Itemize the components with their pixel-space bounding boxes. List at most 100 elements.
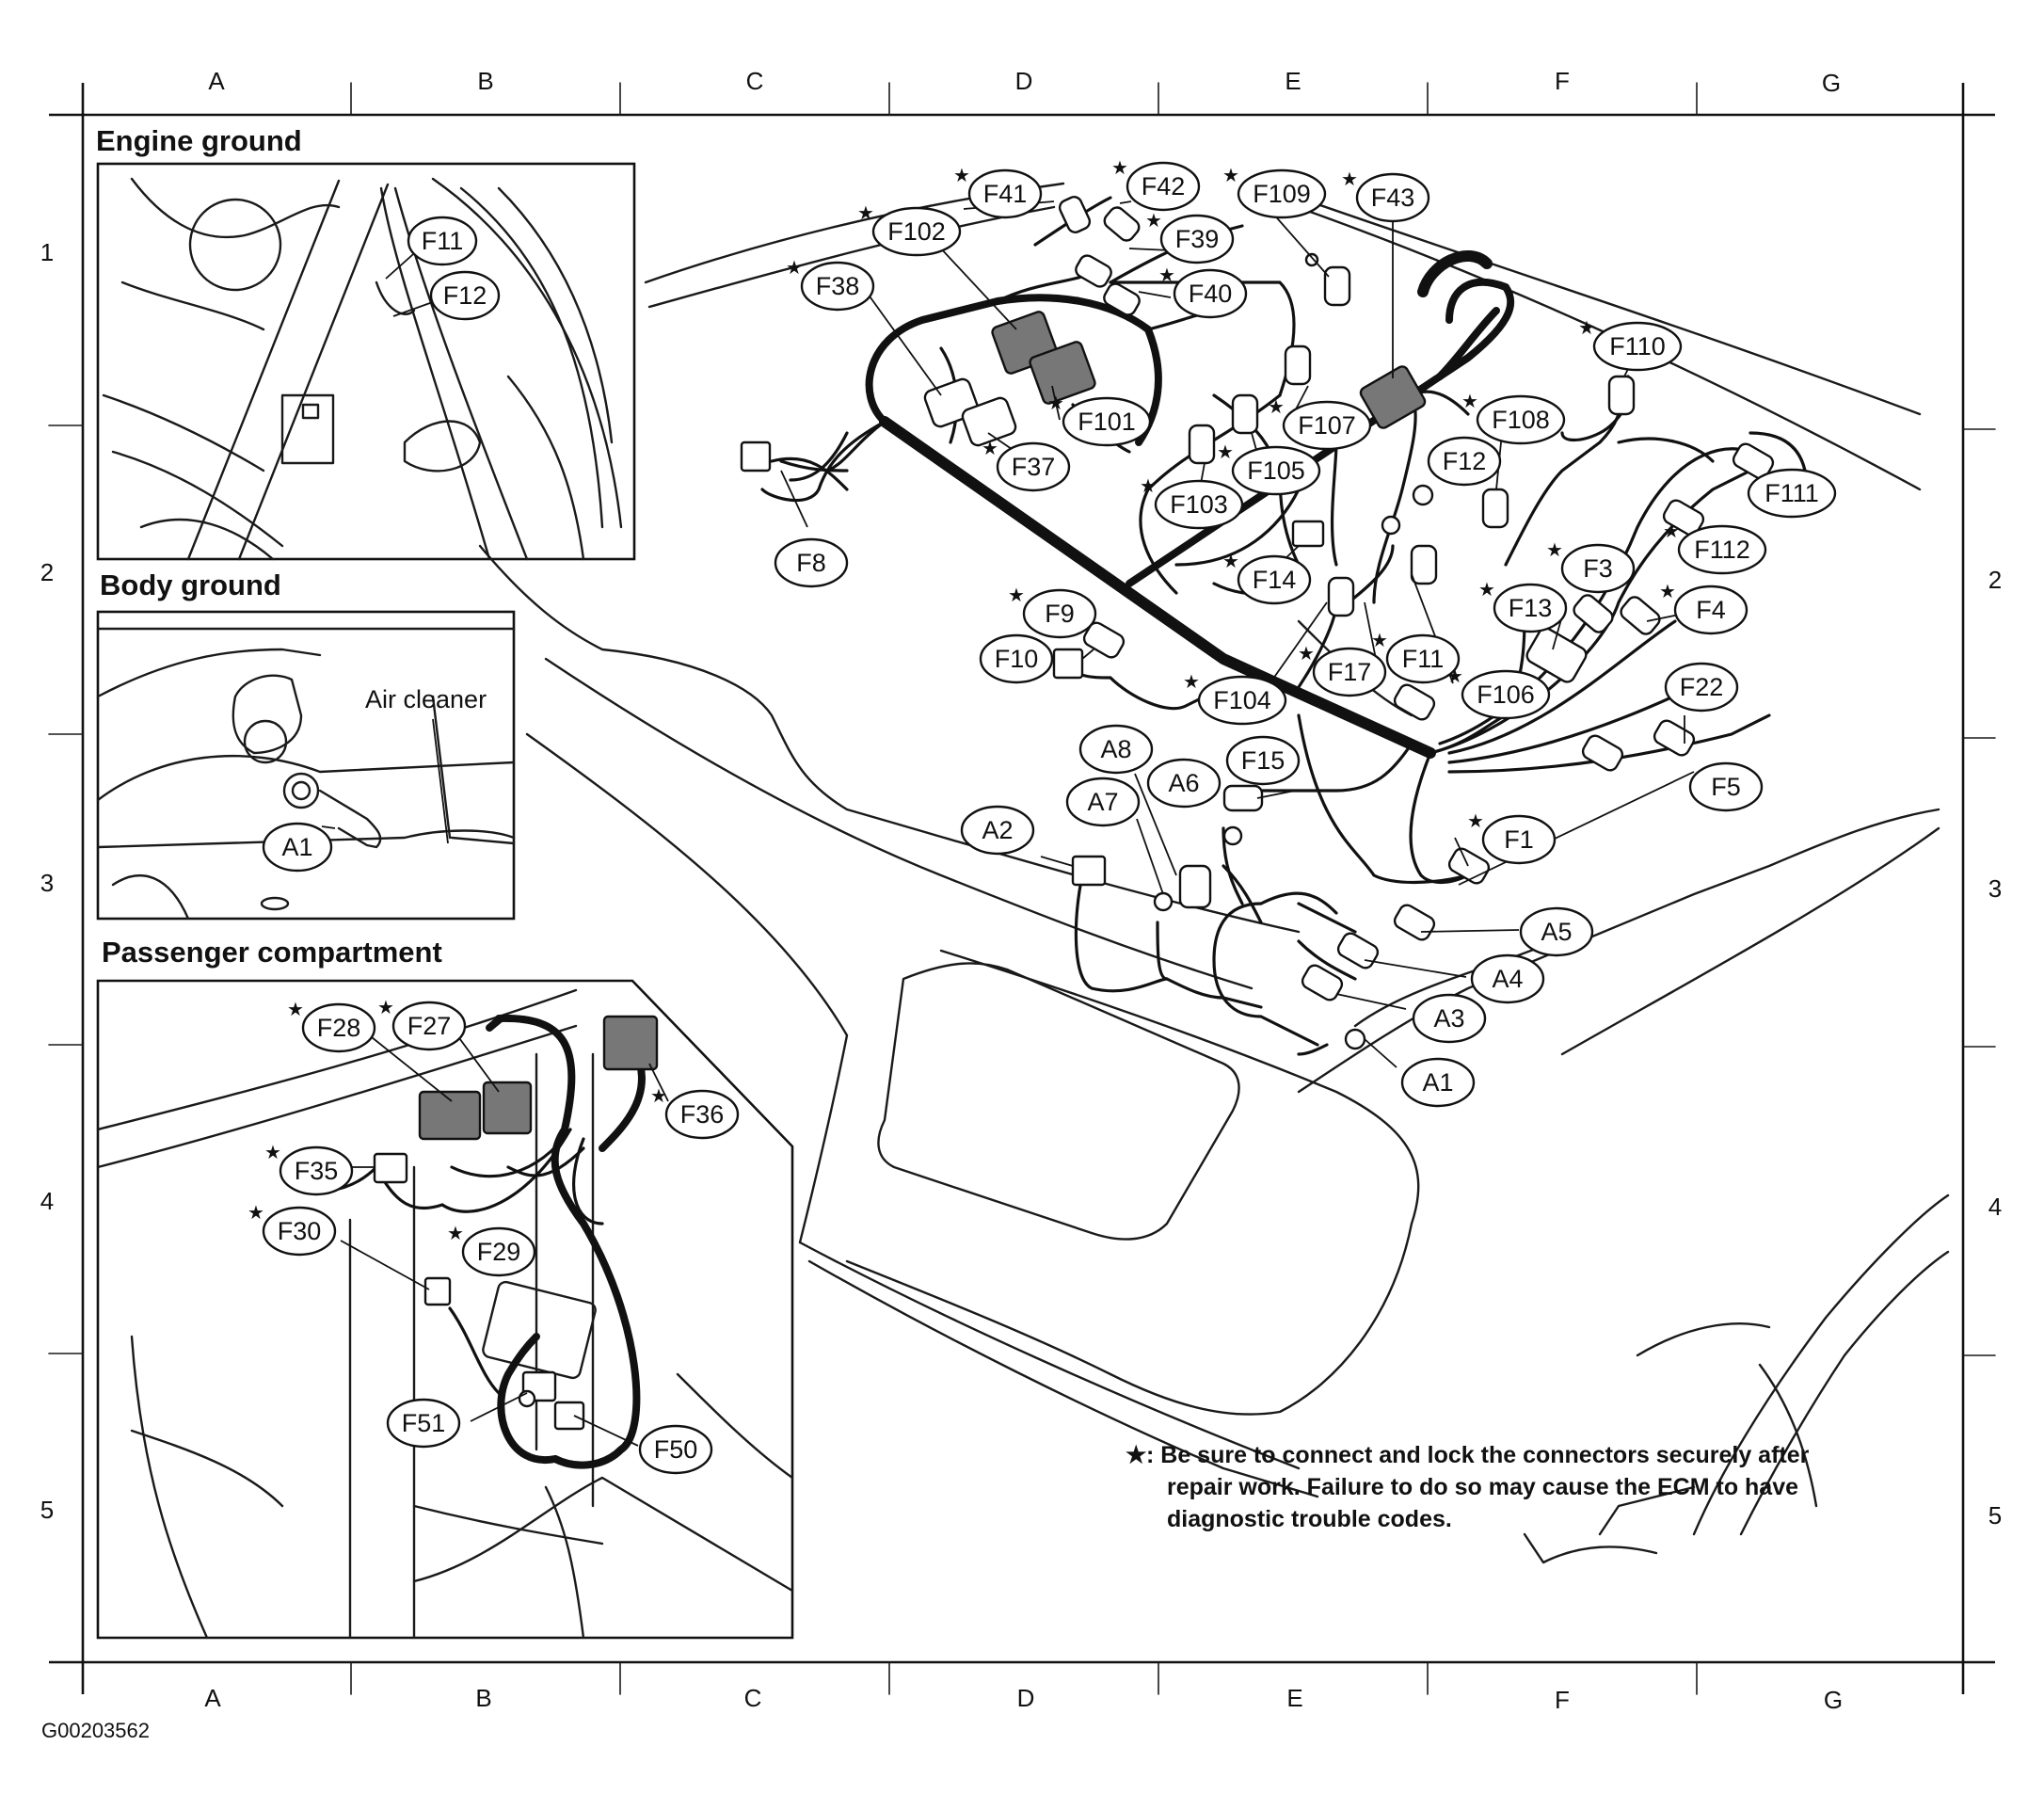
main-connectors [740, 196, 1775, 1050]
callout-f38-star: ★ [786, 256, 803, 279]
grid-col-e: E [1285, 67, 1301, 95]
callout-f39-text: F39 [1175, 225, 1220, 253]
callout-f111: F111 [1747, 468, 1837, 519]
grid-col-b: B [477, 67, 493, 95]
callout-a8-text: A8 [1100, 735, 1131, 763]
callout-f37-star: ★ [982, 437, 998, 459]
callout-f42-text: F42 [1142, 172, 1186, 200]
passenger-compartment-title: Passenger compartment [102, 936, 442, 969]
callout-f36-text: F36 [680, 1100, 725, 1129]
callout-f104-text: F104 [1213, 686, 1271, 714]
callout-f51: F51 [386, 1398, 461, 1449]
callout-f50: F50 [638, 1424, 713, 1475]
callout-a6: A6 [1146, 758, 1222, 809]
grid-column-labels-top: A B C D E F G [208, 67, 1841, 97]
body-ground-inset: Body ground Air cleaner [96, 569, 516, 921]
callout-f102-text: F102 [887, 217, 946, 246]
callout-f4-text: F4 [1696, 596, 1726, 624]
callout-a8: A8 [1078, 724, 1154, 775]
grid-row-5-right: 5 [1988, 1501, 2002, 1530]
callout-f102: F102★ [857, 201, 962, 257]
note-line-3: diagnostic trouble codes. [1167, 1506, 1452, 1532]
callout-f112: F112★ [1663, 520, 1767, 575]
grid-row-3-right: 3 [1988, 874, 2002, 903]
callout-f22-text: F22 [1680, 673, 1724, 701]
callout-f105-text: F105 [1247, 457, 1305, 485]
callout-f29: F29★ [447, 1222, 536, 1277]
callout-f11: F11★ [1371, 629, 1461, 684]
callout-f41-star: ★ [953, 164, 970, 186]
grid-col-g-bottom: G [1824, 1686, 1843, 1714]
callout-f3-text: F3 [1583, 554, 1613, 583]
callout-f1-star: ★ [1467, 809, 1484, 832]
grid-col-c: C [746, 67, 764, 95]
air-cleaner-label: Air cleaner [365, 685, 487, 713]
callout-engine-f11: F11 [407, 216, 478, 266]
callout-f39: F39★ [1145, 209, 1235, 264]
callout-f104: F104 ★ [1183, 670, 1287, 726]
callout-f109-text: F109 [1253, 180, 1311, 208]
callout-f38-text: F38 [816, 272, 860, 300]
callout-f43-star: ★ [1341, 168, 1358, 190]
callout-a4: A4 [1470, 953, 1545, 1004]
callout-f104-star: ★ [1183, 670, 1200, 693]
callout-f9: F9★ [1008, 584, 1097, 639]
callout-f106: F106★ [1446, 665, 1551, 720]
callout-f14-text: F14 [1253, 566, 1297, 594]
grid-col-f: F [1555, 67, 1570, 95]
callout-f30-star: ★ [248, 1201, 264, 1224]
callout-f103-star: ★ [1140, 474, 1157, 497]
callout-f50-text: F50 [654, 1435, 698, 1464]
callout-f14: F14★ [1222, 550, 1312, 605]
callout-f51-text: F51 [402, 1409, 446, 1437]
grid-col-e-bottom: E [1286, 1684, 1302, 1712]
grid-col-a-bottom: A [204, 1684, 221, 1712]
callout-f112-text: F112 [1694, 536, 1750, 564]
callout-f3: F3★ [1546, 538, 1636, 594]
callout-f13: F13★ [1478, 578, 1568, 633]
callout-f103-text: F103 [1170, 490, 1228, 519]
callout-f40: F40★ [1158, 264, 1248, 319]
body-ground-sketch [96, 627, 516, 921]
callout-f29-star: ★ [447, 1222, 464, 1244]
grid-col-d: D [1015, 67, 1033, 95]
grid-row-4: 4 [40, 1187, 54, 1215]
callout-body-a1: A1 [262, 822, 333, 873]
callout-engine-f12-text: F12 [443, 281, 487, 310]
caution-note: ★ : Be sure to connect and lock the conn… [1126, 1442, 1810, 1532]
callout-f106-star: ★ [1446, 665, 1463, 687]
engine-ground-sketch [102, 177, 623, 561]
engine-ground-inset: Engine ground [96, 124, 636, 561]
grid-row-labels-left: 1 2 3 4 5 [40, 238, 54, 1524]
callout-f27: F27★ [377, 996, 467, 1051]
grid-col-b-bottom: B [475, 1684, 491, 1712]
passenger-compartment-sketch [96, 988, 794, 1640]
grid-col-a: A [208, 67, 225, 95]
callout-f13-text: F13 [1509, 594, 1553, 622]
callout-f15: F15 [1225, 735, 1301, 786]
callout-f107: F107★ [1268, 395, 1372, 451]
grid-row-4-right: 4 [1988, 1193, 2002, 1221]
grid-row-2-right: 2 [1988, 566, 2002, 594]
callout-f28: F28★ [287, 998, 376, 1053]
callout-f40-text: F40 [1189, 280, 1233, 308]
callout-f12-text: F12 [1443, 447, 1487, 475]
callout-f42: F42★ [1111, 156, 1201, 212]
callout-f17: F17★ [1298, 642, 1387, 697]
callout-f108-star: ★ [1461, 390, 1478, 412]
callout-f8-text: F8 [796, 549, 826, 577]
callout-f1: F1★ [1467, 809, 1557, 865]
note-line-1: : Be sure to connect and lock the connec… [1146, 1442, 1810, 1468]
callout-a3: A3 [1412, 993, 1487, 1044]
engine-bay-outline [478, 182, 1950, 1564]
callout-f103: F103 ★ [1140, 474, 1244, 530]
callout-a3-text: A3 [1433, 1004, 1464, 1033]
main-harness [760, 196, 1809, 1056]
callout-f110-star: ★ [1578, 316, 1595, 339]
callout-a7: A7 [1065, 777, 1141, 827]
callout-f105-star: ★ [1217, 440, 1234, 463]
engine-ground-title: Engine ground [96, 124, 302, 157]
grid-col-f-bottom: F [1555, 1686, 1570, 1714]
callout-f110-text: F110 [1609, 332, 1666, 360]
callout-a1-text: A1 [1422, 1068, 1453, 1097]
